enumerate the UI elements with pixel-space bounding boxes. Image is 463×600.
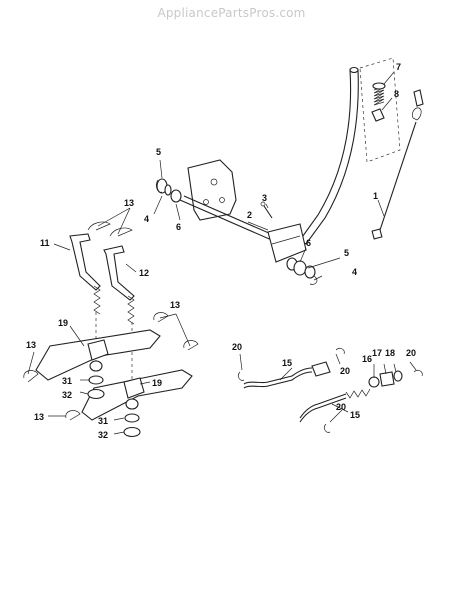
mounting-plate — [187, 159, 237, 221]
callout-16: 16 — [362, 354, 372, 364]
callout-20-right: 20 — [406, 348, 416, 358]
cotter-pin-3 — [260, 201, 273, 219]
lift-link-12 — [103, 245, 135, 325]
callout-15-upper: 15 — [282, 358, 292, 368]
callout-11: 11 — [40, 238, 50, 248]
lift-lever — [299, 66, 359, 245]
callout-31-lower: 31 — [98, 416, 108, 426]
callout-13-bottom: 13 — [34, 412, 44, 422]
callout-13-top: 13 — [124, 198, 134, 208]
adjustment-rod-15-upper — [243, 361, 331, 389]
callout-8: 8 — [394, 89, 399, 99]
spring — [372, 82, 386, 106]
lift-arm-19-lower — [81, 369, 193, 421]
callout-13-right: 13 — [170, 300, 180, 310]
watermark: AppliancePartsPros.com — [157, 6, 306, 20]
handle-guide-outline — [359, 57, 401, 163]
callout-19-upper: 19 — [58, 318, 68, 328]
index-rod — [371, 89, 424, 240]
adjustment-rod-15-lower — [299, 388, 371, 423]
callout-6-right: 6 — [306, 238, 311, 248]
lever-grip — [371, 108, 385, 122]
callout-2: 2 — [247, 210, 252, 220]
clip-20-set — [238, 348, 423, 433]
callout-4-left: 4 — [144, 214, 149, 224]
callout-4-right: 4 — [352, 267, 357, 277]
callout-32-lower: 32 — [98, 430, 108, 440]
bushing-right — [286, 257, 318, 285]
washer-nut-31-32-lower — [123, 413, 141, 438]
callout-17: 17 — [372, 348, 382, 358]
callout-3: 3 — [262, 193, 267, 203]
callout-13-left: 13 — [26, 340, 36, 350]
callout-12: 12 — [139, 268, 149, 278]
trunnion-assembly — [368, 370, 403, 388]
bushing-left — [156, 178, 182, 203]
callout-1: 1 — [373, 191, 378, 201]
lift-shaft — [179, 195, 307, 263]
callout-20-mid: 20 — [340, 366, 350, 376]
hairpin-clips-top — [87, 221, 133, 237]
callout-6-left: 6 — [176, 222, 181, 232]
lift-link-11 — [69, 233, 101, 315]
callout-19-lower: 19 — [152, 378, 162, 388]
callout-18: 18 — [385, 348, 395, 358]
callout-7: 7 — [396, 62, 401, 72]
callout-5-left: 5 — [156, 147, 161, 157]
callout-20-left: 20 — [232, 342, 242, 352]
lift-arm-19-upper — [35, 329, 161, 381]
callout-31-upper: 31 — [62, 376, 72, 386]
callout-15-lower: 15 — [350, 410, 360, 420]
callout-32-upper: 32 — [62, 390, 72, 400]
callout-20-lower: 20 — [336, 402, 346, 412]
callout-5-right: 5 — [344, 248, 349, 258]
leader-lines — [27, 71, 417, 435]
